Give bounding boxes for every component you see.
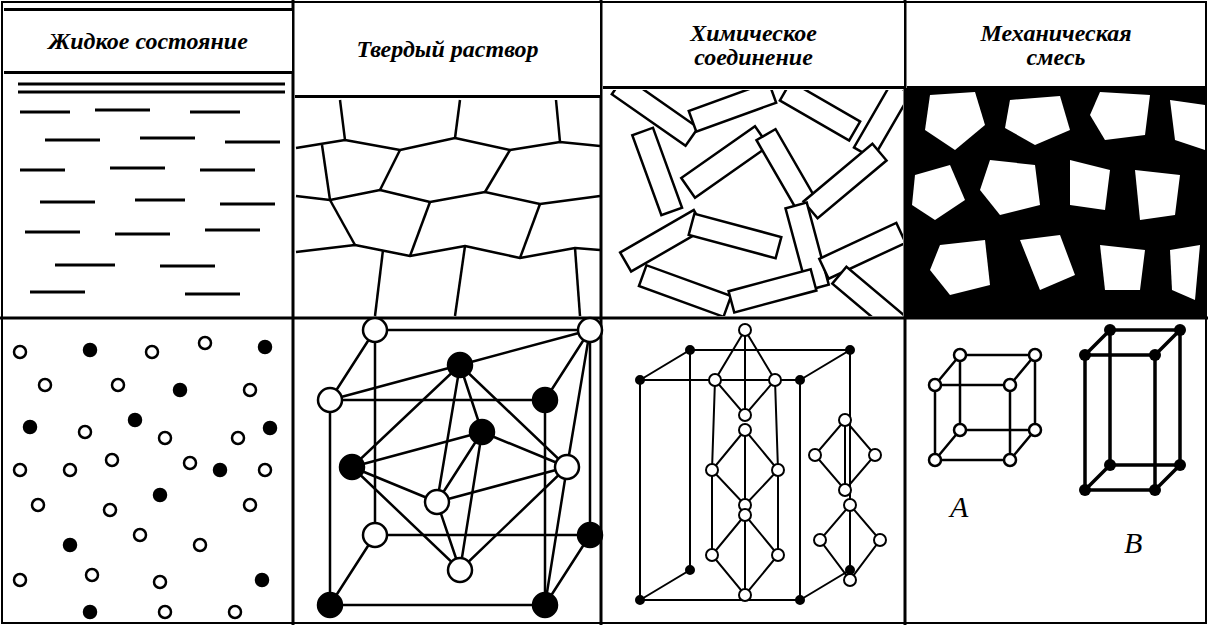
header-cell: Механическая смесь (907, 3, 1205, 89)
column-heading: Химическое соединение (659, 21, 849, 69)
column-heading: Жидкое состояние (48, 29, 248, 53)
column-heading: Твердый раствор (356, 37, 538, 61)
lattice-letter: B (1122, 528, 1144, 558)
header-cell: Жидкое состояние (4, 8, 292, 74)
header-cell: Твердый раствор (295, 3, 600, 98)
header-cell: Химическое соединение (603, 3, 904, 89)
column-heading: Механическая смесь (961, 21, 1151, 69)
lattice-letter: A (948, 492, 970, 522)
